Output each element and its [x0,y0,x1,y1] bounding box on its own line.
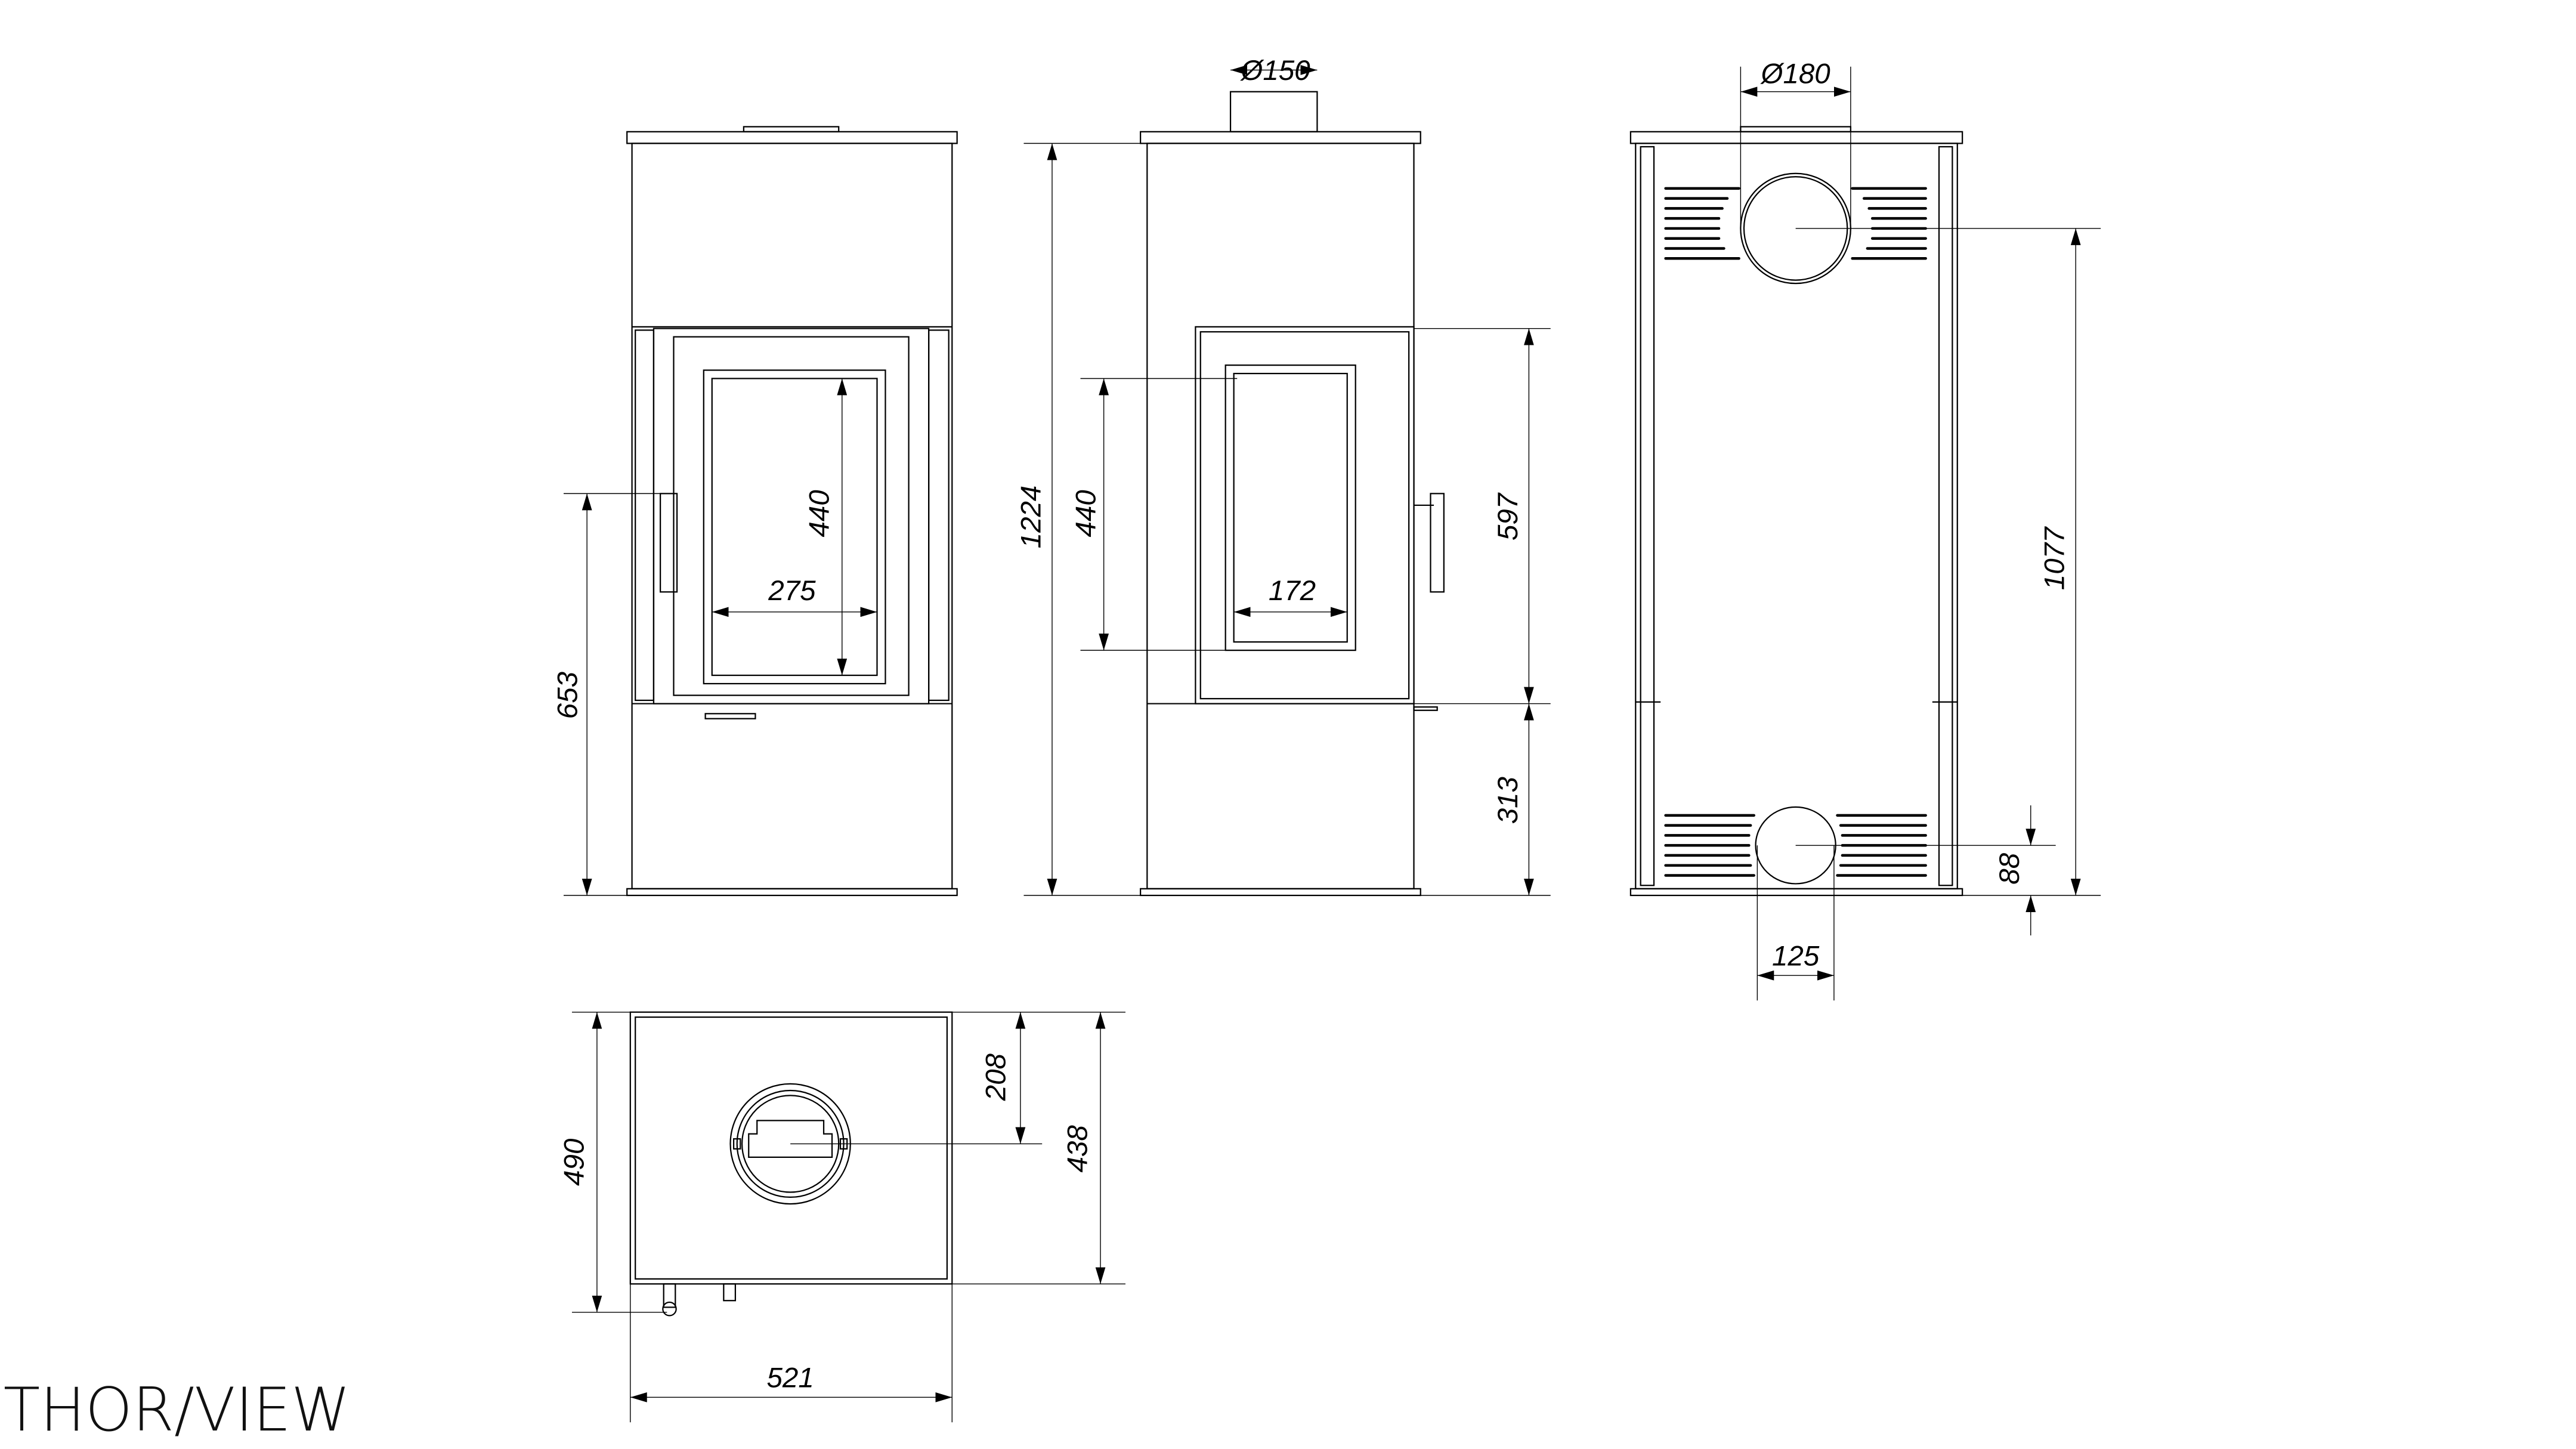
dim-208: 208 [981,1053,1012,1101]
dim-438: 438 [1062,1125,1094,1173]
vent-louvers-top [1664,187,1927,260]
dim-521: 521 [767,1363,814,1394]
dim-1224: 1224 [1015,486,1047,549]
front-view: 653 440 275 [552,126,958,897]
dim-313: 313 [1492,777,1524,824]
dim-88: 88 [1994,852,2025,884]
door-handle [660,493,678,593]
dim-440-front: 440 [803,490,835,537]
dim-440-side: 440 [1071,490,1102,537]
door-handle-side [1430,493,1445,593]
dim-diameter-180: Ø180 [1760,58,1831,90]
dim-125: 125 [1772,940,1820,972]
side-view: Ø150 1224 440 172 597 313 [1015,55,1551,897]
top-view: 208 438 490 521 [559,1011,1125,1423]
dim-653: 653 [552,672,583,719]
dim-275: 275 [768,575,816,607]
dim-490: 490 [559,1138,590,1186]
drawing-title: THOR/VIEW [4,1375,351,1445]
dim-172: 172 [1269,575,1316,607]
dim-1077: 1077 [2039,526,2071,590]
dim-diameter-150: Ø150 [1239,55,1310,86]
back-view: Ø180 1077 88 125 [1629,58,2101,1001]
dim-597: 597 [1492,492,1524,540]
